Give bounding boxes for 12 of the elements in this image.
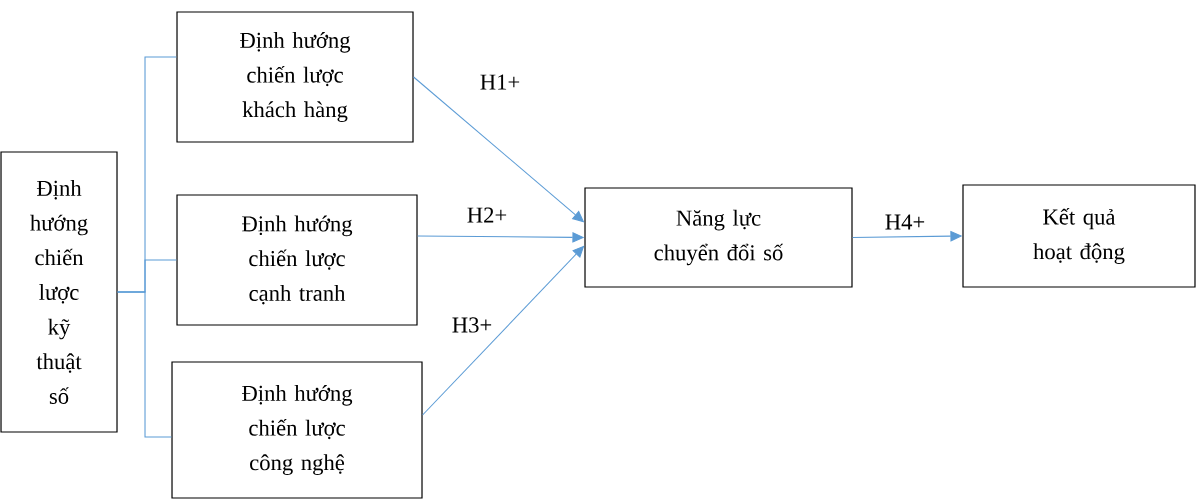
bracket-line (117, 291, 172, 438)
box: Định hướng chiến lược cạnh tranh (176, 194, 418, 326)
box: Định hướng chiến lược kỹ thuật số (0, 151, 118, 433)
edge-label: H2+ (465, 206, 509, 224)
box: Định hướng chiến lược khách hàng (176, 11, 414, 143)
arrow (422, 245, 585, 416)
box: Năng lực chuyển đổi số (584, 187, 853, 288)
edge-label: H3+ (450, 316, 494, 334)
box: Định hướng chiến lược công nghệ (171, 361, 423, 499)
edge-label: H4+ (883, 213, 927, 231)
box: Kết quả hoạt động (962, 184, 1196, 288)
edge-label: H1+ (478, 73, 522, 91)
